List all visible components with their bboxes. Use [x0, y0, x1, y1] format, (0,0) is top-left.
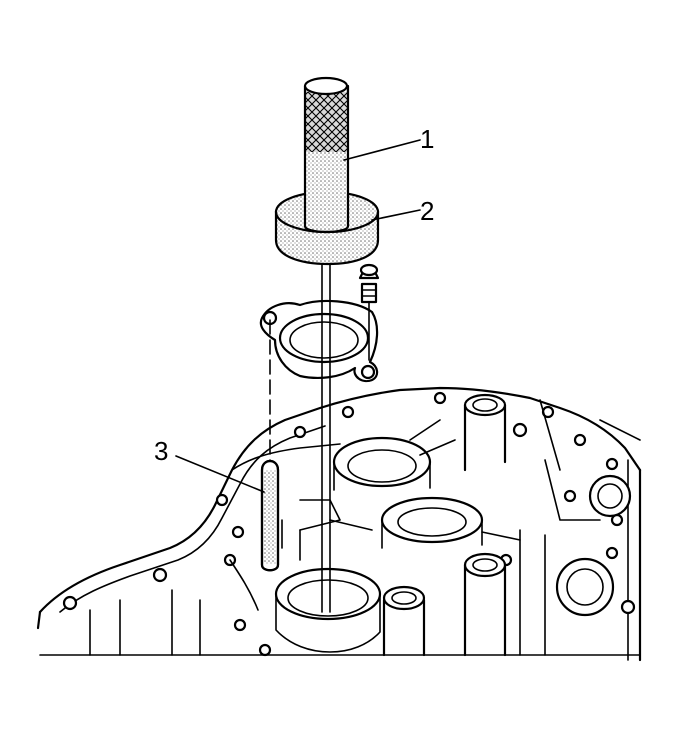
callout-3: 3	[154, 436, 168, 466]
retainer-bolt	[358, 263, 380, 361]
dowel-pin	[260, 319, 280, 572]
seal-retainer	[259, 299, 379, 383]
main-bore	[274, 567, 382, 653]
leader-lines	[175, 139, 421, 493]
transmission-case	[36, 386, 642, 662]
flange-bolt-holes	[62, 391, 636, 657]
callout-1: 1	[420, 124, 434, 154]
callout-2: 2	[420, 196, 434, 226]
installer-handle	[303, 76, 350, 234]
upper-bore	[332, 436, 432, 491]
lower-tubes	[382, 529, 546, 657]
right-bosses	[555, 474, 632, 617]
upper-boss	[463, 393, 507, 472]
middle-bore	[380, 496, 484, 549]
case-ribs	[89, 399, 601, 656]
